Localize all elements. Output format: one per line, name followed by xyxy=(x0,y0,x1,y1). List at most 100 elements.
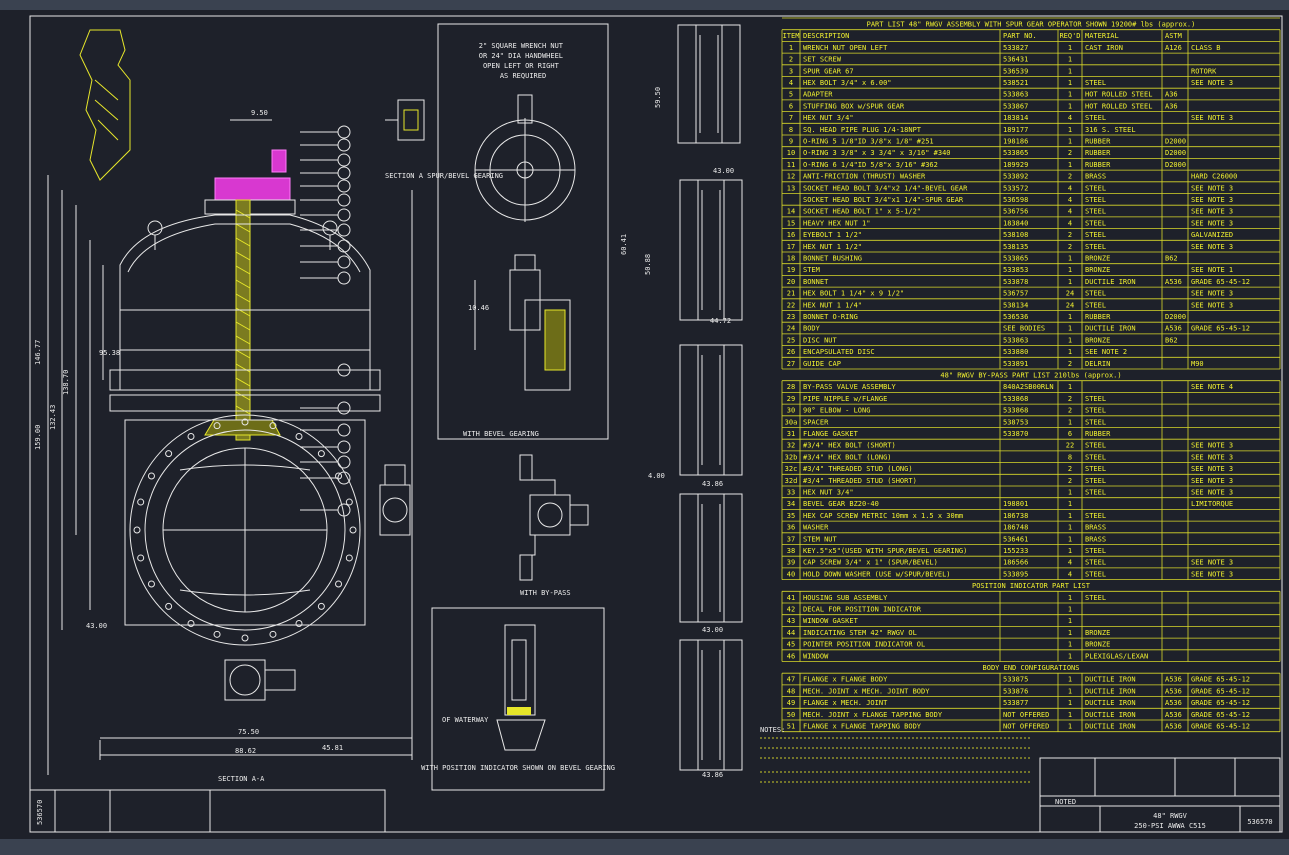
table-cell: 4 xyxy=(1068,559,1072,567)
table-cell: CAST IRON xyxy=(1085,44,1123,52)
table-cell: STEEL xyxy=(1085,512,1106,520)
drawing-svg: 9.50 146.77 138.70 132.43 159.00 95.38 4… xyxy=(29,15,1283,833)
table-cell: 538134 xyxy=(1003,301,1028,309)
notes-lines xyxy=(760,737,1030,783)
table-cell: 1 xyxy=(1068,313,1072,321)
table-cell: SEE BODIES xyxy=(1003,325,1045,333)
table-cell: HEX NUT 3/4" xyxy=(803,489,854,497)
table-cell: HEX CAP SCREW METRIC 10mm x 1.5 x 30mm xyxy=(803,512,963,520)
table-cell: B62 xyxy=(1165,336,1178,344)
item-balloon xyxy=(337,138,351,152)
table-cell: MECH. JOINT x MECH. JOINT BODY xyxy=(803,687,930,695)
table-cell: SEE NOTE 3 xyxy=(1191,453,1233,461)
table-cell: RUBBER xyxy=(1085,149,1111,157)
table-cell: SQ. HEAD PIPE PLUG 1/4-18NPT xyxy=(803,126,922,134)
table-cell: STEEL xyxy=(1085,290,1106,298)
table-cell: 538521 xyxy=(1003,79,1028,87)
table-cell: SEE NOTE 3 xyxy=(1191,208,1233,216)
table-cell: GALVANIZED xyxy=(1191,231,1233,239)
item-balloon xyxy=(337,179,351,193)
title-product: 48" RWGV xyxy=(1153,812,1188,820)
flange-bolt-hole xyxy=(133,526,141,534)
table-cell: FLANGE x FLANGE TAPPING BODY xyxy=(803,723,922,731)
table-cell: A536 xyxy=(1165,699,1182,707)
dim-88-62: 88.62 xyxy=(235,747,256,755)
dim-138-70: 138.70 xyxy=(62,370,70,395)
table-cell: 533865 xyxy=(1003,149,1028,157)
body-end-section xyxy=(677,24,741,144)
cad-drawing-canvas[interactable]: 9.50 146.77 138.70 132.43 159.00 95.38 4… xyxy=(0,10,1289,839)
table-cell: 1 xyxy=(1068,91,1072,99)
table-cell: 10 xyxy=(787,149,795,157)
flange-bolt-hole xyxy=(213,630,221,638)
table-cell: 533868 xyxy=(1003,407,1028,415)
table-cell: STEEL xyxy=(1085,442,1106,450)
table-cell: 29 xyxy=(787,395,795,403)
wrench-note: 2" SQUARE WRENCH NUT OR 24" DIA HANDWHEE… xyxy=(479,42,568,80)
table-cell: 1 xyxy=(1068,44,1072,52)
table-cell: 4 xyxy=(1068,570,1072,578)
item-balloon xyxy=(337,255,351,269)
table-cell: WINDOW GASKET xyxy=(803,617,859,625)
table-cell: SPACER xyxy=(803,418,829,426)
table-cell: 2 xyxy=(1068,360,1072,368)
table-cell: RUBBER xyxy=(1085,161,1111,169)
of-waterway-label: OF WATERWAY xyxy=(442,716,489,724)
table-cell: PLEXIGLAS/LEXAN xyxy=(1085,652,1148,660)
table-cell: 41 xyxy=(787,594,795,602)
table-cell: 43 xyxy=(787,617,795,625)
table-cell: 45 xyxy=(787,641,795,649)
table-cell: 1 xyxy=(1068,489,1072,497)
table-cell: DECAL FOR POSITION INDICATOR xyxy=(803,606,922,614)
table-cell: PART NO. xyxy=(1003,32,1037,40)
flange-bolt-hole xyxy=(147,472,155,480)
table-cell: A36 xyxy=(1165,102,1178,110)
with-bevel-label: WITH BEVEL GEARING xyxy=(463,430,539,438)
table-cell: 11 xyxy=(787,161,795,169)
table-cell: 6 xyxy=(1068,430,1072,438)
table-cell: BRASS xyxy=(1085,535,1106,543)
table-cell: STEEL xyxy=(1085,559,1106,567)
table-cell: STEM NUT xyxy=(803,535,838,543)
table-cell: #3/4" THREADED STUD (SHORT) xyxy=(803,477,917,485)
item-balloon xyxy=(337,363,351,377)
table-cell: 186738 xyxy=(1003,512,1028,520)
table-cell: 1 xyxy=(1068,500,1072,508)
table-cell: 16 xyxy=(787,231,795,239)
with-position-label-text: WITH POSITION INDICATOR SHOWN ON BEVEL G… xyxy=(421,764,615,772)
title-drawing-no: 536570 xyxy=(1247,818,1272,826)
table-cell: 8 xyxy=(1068,453,1072,461)
table-cell: 533572 xyxy=(1003,184,1028,192)
table-cell: 198186 xyxy=(1003,138,1028,146)
table-cell: SEE NOTE 3 xyxy=(1191,465,1233,473)
table-cell: 4 xyxy=(1068,184,1072,192)
table-cell: SEE NOTE 2 xyxy=(1085,348,1127,356)
table-cell: 186748 xyxy=(1003,524,1028,532)
body-end-bore xyxy=(697,639,725,771)
table-cell: STUFFING BOX w/SPUR GEAR xyxy=(803,102,905,110)
table-cell: 32d xyxy=(785,477,798,485)
table-cell: DUCTILE IRON xyxy=(1085,699,1136,707)
table-cell: 90° ELBOW - LONG xyxy=(803,407,870,415)
table-cell: HEX NUT 1 1/2" xyxy=(803,243,862,251)
item-balloon xyxy=(337,440,351,454)
table-cell: PIPE NIPPLE w/FLANGE xyxy=(803,395,887,403)
table-cell: 28 xyxy=(787,383,795,391)
table-cell: 18 xyxy=(787,255,795,263)
table-cell: SEE NOTE 3 xyxy=(1191,196,1233,204)
table-cell: SET SCREW xyxy=(803,56,842,64)
table-cell: STEEL xyxy=(1085,547,1106,555)
table-cell: D2000 xyxy=(1165,138,1186,146)
table-cell: RUBBER xyxy=(1085,430,1111,438)
table-cell: 1 xyxy=(1068,699,1072,707)
table-cell: GRADE 65-45-12 xyxy=(1191,711,1250,719)
table-cell: 50 xyxy=(787,711,795,719)
table-cell: 32c xyxy=(785,465,798,473)
table-cell: INDICATING STEM 42" RWGV OL xyxy=(803,629,917,637)
table-cell: M90 xyxy=(1191,360,1204,368)
item-balloon xyxy=(337,503,351,517)
table-cell: 1 xyxy=(1068,102,1072,110)
table-cell: A536 xyxy=(1165,711,1182,719)
table-cell: ENCAPSULATED DISC xyxy=(803,348,875,356)
table-cell: STEEL xyxy=(1085,79,1106,87)
